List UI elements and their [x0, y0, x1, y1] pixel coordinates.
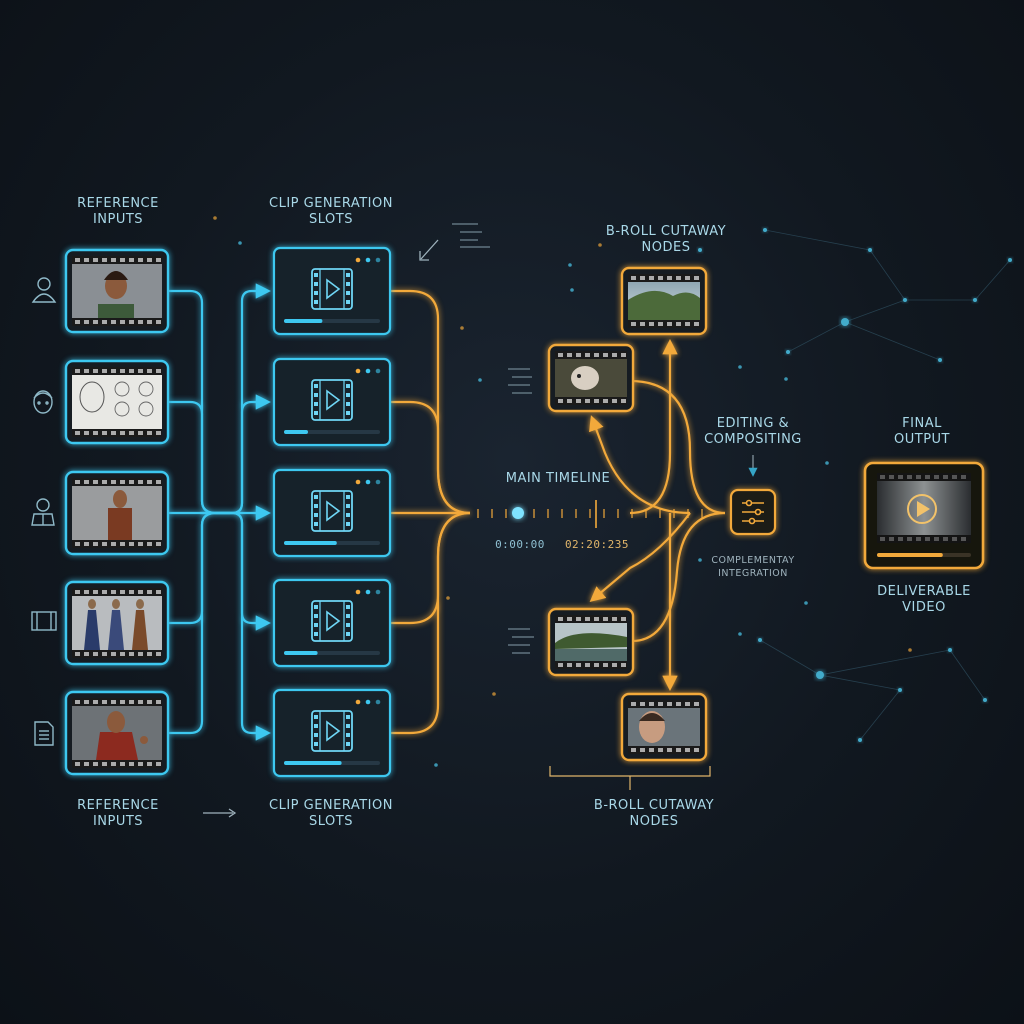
broll-node-mountain-landscape[interactable] [620, 266, 708, 336]
person-icon [31, 277, 57, 303]
broll-node-face-closeup[interactable] [620, 692, 708, 762]
deliverable-label: DELIVERABLE VIDEO [877, 584, 971, 615]
face-outline-icon [33, 390, 53, 414]
reference-inputs-top-label: REFERENCE INPUTS [77, 196, 159, 227]
integration-label: COMPLEMENTAY INTEGRATION [711, 555, 795, 579]
main-timeline-label: MAIN TIMELINE [505, 471, 611, 486]
timeline-marker-time: 02:20:235 [564, 538, 630, 551]
clip-generation-slot[interactable] [272, 246, 392, 336]
reference-input-costume-lineup[interactable] [64, 580, 170, 666]
reference-input-character-pose[interactable] [64, 690, 170, 776]
editing-label: EDITING & COMPOSITING [704, 416, 802, 447]
clip-progress-bar [284, 651, 318, 655]
broll-node-animal-closeup[interactable] [547, 343, 635, 413]
main-timeline[interactable] [470, 500, 729, 528]
broll-node-river-landscape[interactable] [547, 607, 635, 677]
reference-input-full-body-character[interactable] [64, 470, 170, 556]
clip-generation-slot[interactable] [272, 468, 392, 558]
video-clip-icon [311, 268, 353, 310]
broll-bracket [549, 766, 711, 790]
clip-to-timeline-connectors [390, 289, 726, 735]
broll-top-label: B-ROLL CUTAWAY NODES [605, 224, 727, 255]
final-output-label: FINAL OUTPUT [894, 416, 950, 447]
output-progress-bar [877, 553, 943, 557]
editing-compositing-node[interactable] [729, 488, 777, 536]
reference-input-face-sketch-sheet[interactable] [64, 359, 170, 445]
play-icon[interactable] [907, 494, 937, 524]
sliders-icon [742, 499, 764, 525]
reference-to-clip-connectors [168, 283, 272, 741]
clip-generation-top-label: CLIP GENERATION SLOTS [269, 196, 393, 227]
background-network [213, 216, 1012, 767]
clip-generation-slot[interactable] [272, 578, 392, 668]
clip-progress-bar [284, 319, 323, 323]
reference-inputs-bottom-label: REFERENCE INPUTS [77, 798, 159, 829]
video-clip-icon [311, 379, 353, 421]
clip-progress-bar [284, 541, 337, 545]
film-strip-icon [31, 611, 57, 631]
reference-input-character-portrait[interactable] [64, 248, 170, 334]
character-icon [31, 498, 55, 526]
video-clip-icon [311, 600, 353, 642]
clip-generation-slot[interactable] [272, 357, 392, 447]
clip-generation-bottom-label: CLIP GENERATION SLOTS [269, 798, 393, 829]
broll-bottom-label: B-ROLL CUTAWAY NODES [593, 798, 715, 829]
video-clip-icon [311, 490, 353, 532]
clip-progress-bar [284, 430, 308, 434]
video-clip-icon [311, 710, 353, 752]
final-output-frame[interactable] [863, 461, 985, 570]
timeline-start-time: 0:00:00 [495, 538, 545, 551]
playhead-marker[interactable] [512, 507, 524, 519]
document-icon [34, 721, 54, 746]
clip-generation-slot[interactable] [272, 688, 392, 778]
diagonal-arrow [420, 239, 439, 260]
clip-progress-bar [284, 761, 342, 765]
